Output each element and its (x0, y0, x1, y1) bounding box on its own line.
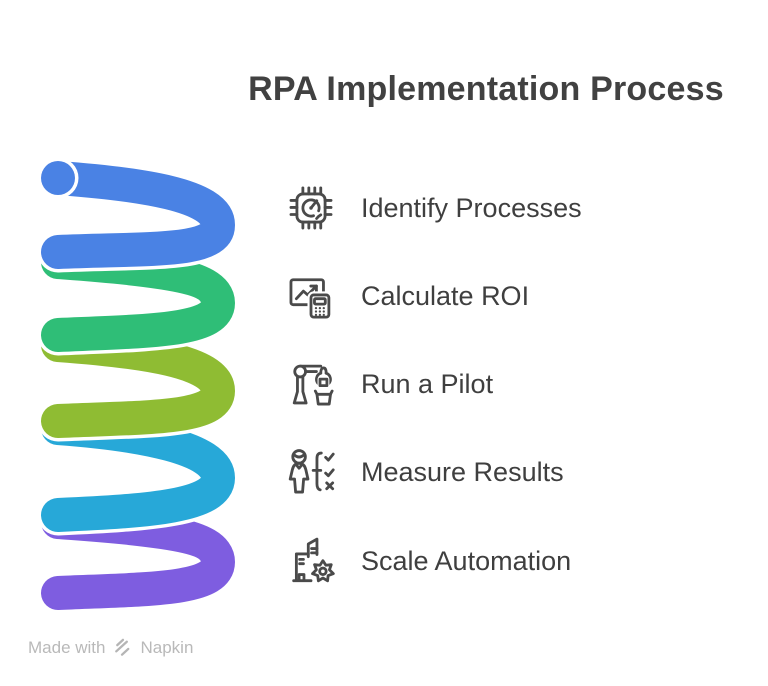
person-checklist-icon (283, 444, 339, 500)
coil-tip-cap (41, 161, 75, 195)
credit-prefix: Made with (28, 637, 106, 657)
spiral-coil-graphic (37, 157, 239, 614)
chart-calculator-icon (283, 268, 339, 324)
step-row-3: Run a Pilot (283, 356, 493, 412)
coil-turn-4 (41, 411, 236, 532)
robot-arm-icon (283, 356, 339, 412)
step-row-2: Calculate ROI (283, 268, 529, 324)
step-label: Identify Processes (361, 192, 582, 223)
step-label: Measure Results (361, 456, 564, 487)
credit-brand: Napkin (140, 637, 194, 657)
coil-turn-3 (41, 328, 236, 438)
step-label: Scale Automation (361, 545, 572, 576)
step-label: Calculate ROI (361, 280, 530, 311)
napkin-credit: Made with Napkin (28, 637, 193, 658)
coil-turn-1 (41, 161, 236, 269)
step-row-4: Measure Results (283, 444, 564, 500)
page-title: RPA Implementation Process (248, 70, 724, 108)
step-row-1: Identify Processes (283, 180, 582, 236)
step-label: Run a Pilot (361, 368, 494, 399)
building-gear-icon (283, 533, 339, 589)
napkin-logo-icon (115, 638, 130, 656)
step-row-5: Scale Automation (283, 533, 571, 589)
processor-gauge-icon (283, 180, 339, 236)
